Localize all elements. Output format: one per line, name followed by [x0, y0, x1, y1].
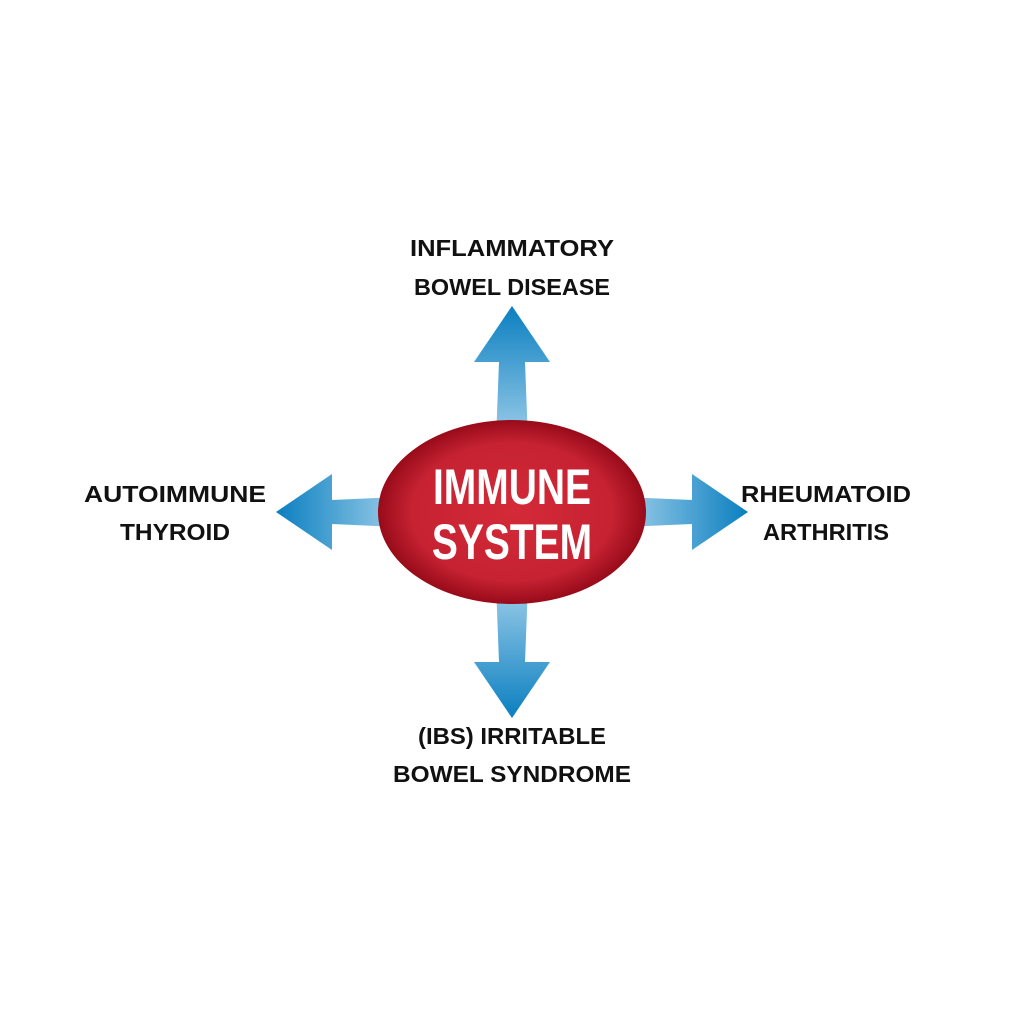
bottom-label-line2: BOWEL SYNDROME — [393, 761, 631, 787]
center-label-line2: SYSTEM — [432, 513, 592, 570]
right-label-line1: RHEUMATOID — [741, 481, 911, 507]
left-label-line1: AUTOIMMUNE — [84, 481, 266, 507]
top-label-line2: BOWEL DISEASE — [414, 274, 610, 300]
immune-system-ellipse — [378, 420, 646, 604]
arrow-left — [276, 474, 400, 550]
arrow-down — [474, 585, 550, 718]
bottom-label-line1: (IBS) IRRITABLE — [418, 723, 606, 749]
left-label-line2: THYROID — [120, 519, 230, 545]
top-label-line1: INFLAMMATORY — [410, 235, 614, 261]
center-label-line1: IMMUNE — [433, 458, 591, 515]
arrow-up — [474, 306, 550, 440]
right-label-line2: ARTHRITIS — [763, 519, 889, 545]
arrow-right — [624, 474, 748, 550]
